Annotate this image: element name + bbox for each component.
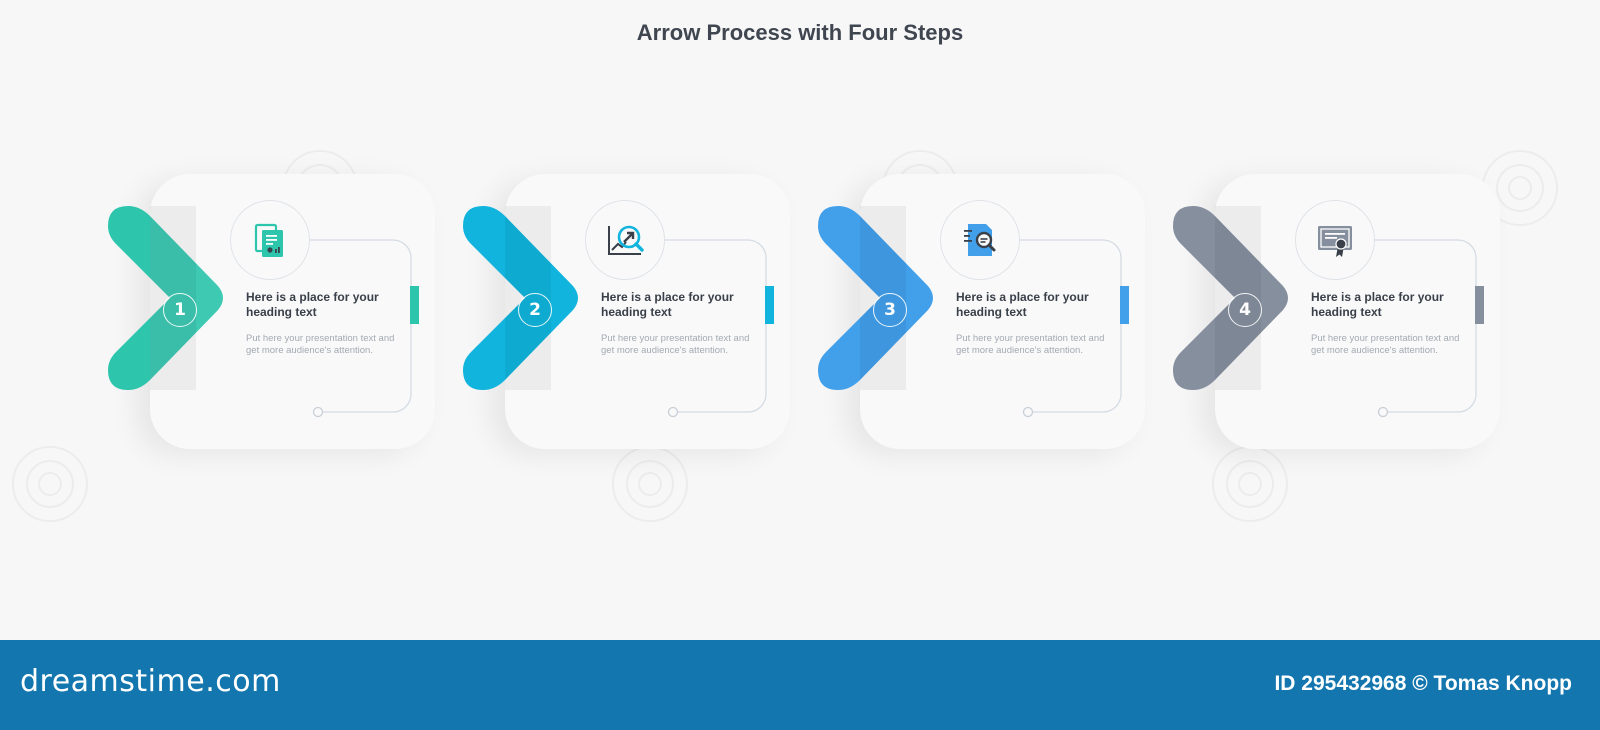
step-connector-line	[1373, 239, 1477, 418]
step-icon-badge	[230, 200, 310, 280]
chevron-body	[1173, 206, 1288, 390]
step-description: Put here your presentation text and get …	[1311, 333, 1460, 356]
chevron-body	[463, 206, 578, 390]
step-connector-line	[663, 239, 767, 418]
process-step-1: 1 Here is a place for your heading text …	[82, 160, 442, 480]
watermark-icon	[12, 446, 88, 522]
step-icon-badge	[1295, 200, 1375, 280]
chevron-body	[108, 206, 223, 390]
image-credit: ID 295432968 © Tomas Knopp	[1274, 672, 1572, 695]
step-heading: Here is a place for your heading text	[1311, 290, 1444, 319]
step-description: Put here your presentation text and get …	[601, 333, 750, 356]
step-icon-badge	[940, 200, 1020, 280]
step-number: 2	[518, 293, 552, 327]
footer-bar: dreamstime.com ID 295432968 © Tomas Knop…	[0, 640, 1600, 730]
step-connector-line	[308, 239, 412, 418]
step-number: 3	[873, 293, 907, 327]
step-number: 4	[1228, 293, 1262, 327]
process-step-2: 2 Here is a place for your heading text …	[437, 160, 797, 480]
step-accent-bar	[765, 286, 774, 324]
chevron-body	[818, 206, 933, 390]
process-step-4: 4 Here is a place for your heading text …	[1147, 160, 1507, 480]
step-accent-bar	[410, 286, 419, 324]
document-search-icon	[964, 224, 996, 256]
step-heading: Here is a place for your heading text	[601, 290, 734, 319]
documents-icon	[254, 223, 283, 257]
step-icon-badge	[585, 200, 665, 280]
step-description: Put here your presentation text and get …	[956, 333, 1105, 356]
step-connector-line	[1018, 239, 1122, 418]
step-description: Put here your presentation text and get …	[246, 333, 395, 356]
certificate-icon	[1318, 226, 1352, 257]
growth-chart-search-icon	[608, 225, 644, 255]
diagram-title: Arrow Process with Four Steps	[636, 20, 964, 45]
step-accent-bar	[1120, 286, 1129, 324]
process-step-3: 3 Here is a place for your heading text …	[792, 160, 1152, 480]
step-heading: Here is a place for your heading text	[246, 290, 379, 319]
step-accent-bar	[1475, 286, 1484, 324]
step-number: 1	[163, 293, 197, 327]
brand-logo: dreamstime.com	[20, 664, 281, 699]
step-heading: Here is a place for your heading text	[956, 290, 1089, 319]
